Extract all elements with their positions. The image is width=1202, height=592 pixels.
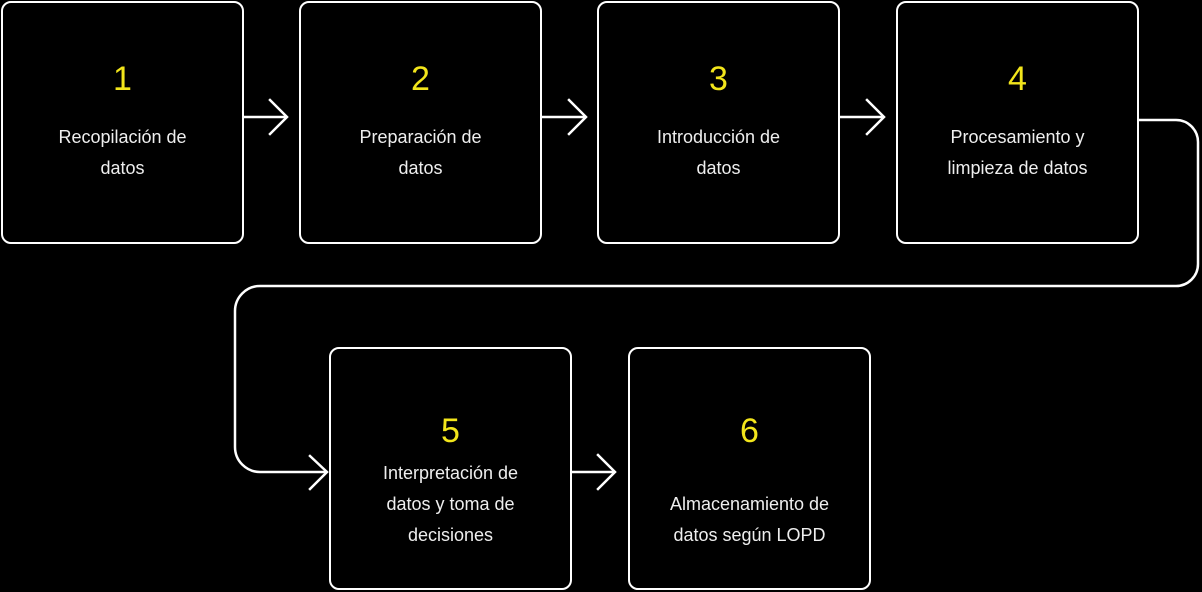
step-box-5: 5 Interpretación de datos y toma de deci… bbox=[329, 347, 572, 590]
elbow-arrow-icon bbox=[233, 118, 1200, 491]
step-label: Procesamiento y limpieza de datos bbox=[947, 127, 1088, 178]
arrow-right-icon bbox=[540, 98, 588, 136]
step-number: 5 bbox=[441, 412, 460, 450]
step-box-1: 1 Recopilación de datos bbox=[1, 1, 244, 244]
step-label: Almacenamiento de datos según LOPD bbox=[669, 494, 830, 545]
arrow-right-icon bbox=[570, 453, 617, 491]
step-label: Interpretación de datos y toma de decisi… bbox=[382, 463, 519, 545]
arrow-right-icon bbox=[838, 98, 886, 136]
step-label: Introducción de datos bbox=[656, 127, 781, 178]
step-box-2: 2 Preparación de datos bbox=[299, 1, 542, 244]
step-label: Preparación de datos bbox=[359, 127, 482, 178]
step-number: 1 bbox=[113, 60, 132, 98]
step-box-3: 3 Introducción de datos bbox=[597, 1, 840, 244]
step-box-4: 4 Procesamiento y limpieza de datos bbox=[896, 1, 1139, 244]
step-number: 6 bbox=[740, 412, 759, 450]
step-number: 4 bbox=[1008, 60, 1027, 98]
arrow-right-icon bbox=[241, 98, 289, 136]
step-box-6: 6 Almacenamiento de datos según LOPD bbox=[628, 347, 871, 590]
step-label: Recopilación de datos bbox=[58, 127, 187, 178]
step-number: 2 bbox=[411, 60, 430, 98]
step-number: 3 bbox=[709, 60, 728, 98]
